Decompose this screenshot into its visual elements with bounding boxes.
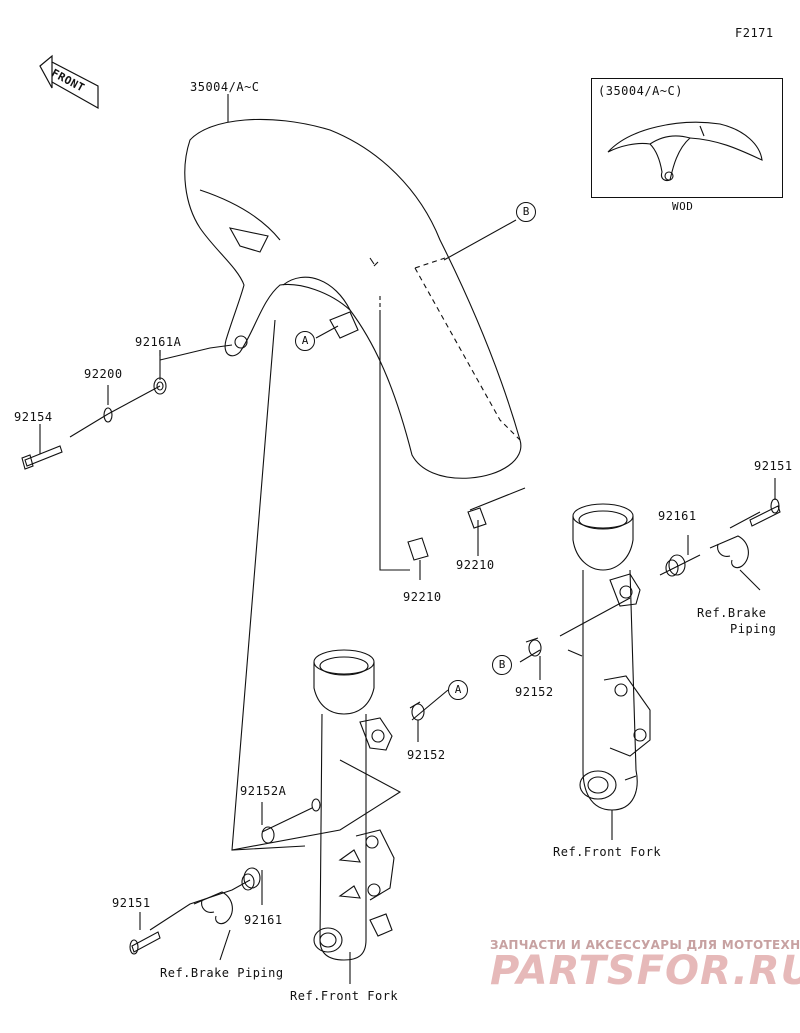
part-label-92152-right: 92152 <box>515 685 554 699</box>
watermark-logo: PARTSFOR.RU <box>490 948 800 994</box>
part-label-35004: 35004/A~C <box>190 80 260 94</box>
front-direction-badge <box>36 52 108 118</box>
inset-caption: WOD <box>672 200 694 213</box>
part-label-92210-left: 92210 <box>403 590 442 604</box>
front-arrow-icon <box>39 54 99 110</box>
ref-label-brake-left: Ref.Brake Piping <box>160 966 284 980</box>
ref-label-fork-left: Ref.Front Fork <box>290 989 399 1003</box>
part-label-92210-right: 92210 <box>456 558 495 572</box>
figure-code: F2171 <box>735 26 774 40</box>
part-label-92152A: 92152A <box>240 784 287 798</box>
hardware <box>21 377 781 955</box>
callout-b-fender: B <box>516 202 536 222</box>
part-label-92200: 92200 <box>84 367 123 381</box>
callout-a-fork: A <box>448 680 468 700</box>
part-label-92161-right: 92161 <box>658 509 697 523</box>
inset-box <box>591 78 783 198</box>
part-label-92154: 92154 <box>14 410 53 424</box>
ref-label-brake-right-1: Ref.Brake <box>697 606 767 620</box>
part-label-92152-left: 92152 <box>407 748 446 762</box>
watermark-tagline: ЗАПЧАСТИ И АКСЕССУАРЫ ДЛЯ МОТОТЕХНИКИ <box>490 938 800 952</box>
front-fender <box>184 118 522 479</box>
part-label-92161A: 92161A <box>135 335 182 349</box>
leader-lines <box>39 94 776 984</box>
part-label-92151-left: 92151 <box>112 896 151 910</box>
ref-label-fork-right: Ref.Front Fork <box>553 845 662 859</box>
right-fork-tube <box>567 503 651 811</box>
ref-label-brake-right-2: Piping <box>730 622 777 636</box>
inset-title: (35004/A~C) <box>598 84 683 98</box>
callout-a-fender: A <box>295 331 315 351</box>
part-label-92161-left: 92161 <box>244 913 283 927</box>
inset-fender-variant <box>607 121 763 182</box>
left-fork-tube <box>311 649 395 961</box>
callout-b-fork: B <box>492 655 512 675</box>
brake-pipe-clamps <box>193 535 749 925</box>
part-label-92151-right: 92151 <box>754 459 793 473</box>
